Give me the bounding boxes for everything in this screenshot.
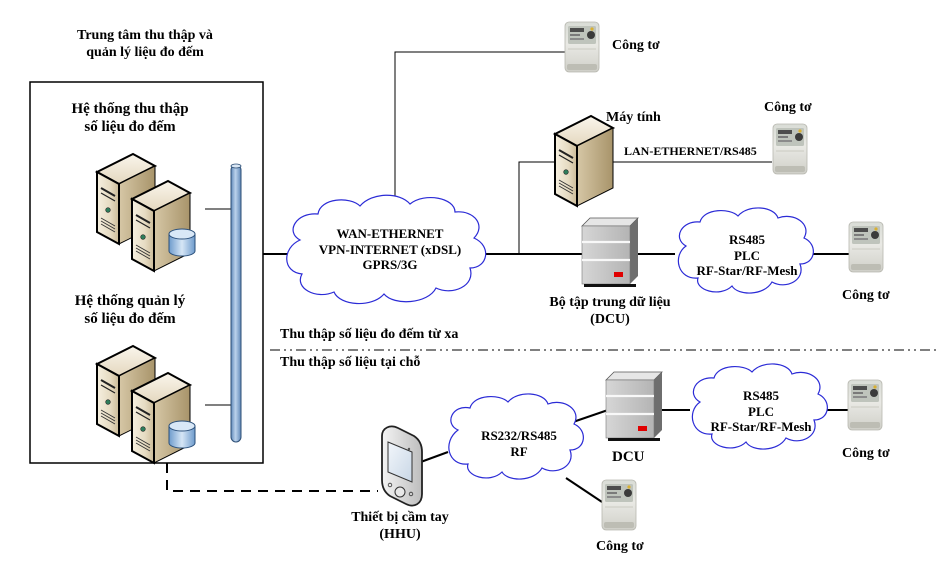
meter-remote-dcu-label: Công tơ	[842, 288, 890, 303]
wan-cloud	[286, 194, 487, 305]
hhu-label: Thiết bị cầm tay (HHU)	[351, 510, 449, 542]
dcu-local-icon	[604, 370, 664, 443]
local-link-cloud-label: RS485 PLC RF-Star/RF-Mesh	[710, 388, 812, 435]
zone-remote-label: Thu thập số liệu đo đếm từ xa	[280, 327, 459, 342]
collection-system-label: Hệ thống thu thập số liệu đo đếm	[71, 101, 189, 135]
local-link-cloud	[691, 363, 828, 450]
link-wan-computer	[518, 161, 555, 254]
collection-servers-icon	[96, 153, 196, 272]
meter-computer-icon	[772, 123, 808, 175]
meter-local-dcu-label: Công tơ	[842, 446, 890, 461]
network-bus	[230, 163, 242, 443]
computer-icon	[554, 115, 614, 207]
dcu-remote-label: Bộ tập trung dữ liệu (DCU)	[549, 295, 671, 327]
hhu-link-cloud	[448, 393, 584, 480]
hhu-icon	[381, 425, 423, 507]
management-servers-icon	[96, 345, 196, 464]
remote-link-cloud	[677, 207, 814, 294]
computer-label: Máy tính	[606, 110, 661, 125]
link-hhu-cloud-meter	[565, 477, 603, 503]
center-box	[29, 81, 264, 464]
link-hhu-cloud	[417, 451, 449, 464]
management-system-label: Hệ thống quản lý số liệu đo đếm	[74, 293, 186, 327]
meter-local-dcu-icon	[847, 379, 883, 431]
computer-link-label: LAN-ETHERNET/RS485	[624, 144, 757, 158]
wan-cloud-label: WAN-ETHERNET VPN-INTERNET (xDSL) GPRS/3G	[318, 226, 462, 273]
meter-hhu-label: Công tơ	[596, 539, 644, 554]
dcu-local-label: DCU	[612, 449, 645, 465]
dcu-remote-icon	[580, 216, 640, 289]
remote-link-cloud-label: RS485 PLC RF-Star/RF-Mesh	[696, 232, 798, 279]
meter-hhu-icon	[601, 479, 637, 531]
hhu-cloud-label: RS232/RS485 RF	[481, 428, 557, 459]
link-center-hhu-dashed	[166, 463, 378, 492]
meter-computer-label: Công tơ	[764, 100, 812, 115]
link-wan-meter-top	[394, 51, 565, 196]
link-hhu-cloud-dcu	[572, 409, 609, 423]
connection-lines	[29, 51, 940, 503]
meter-remote-dcu-icon	[848, 221, 884, 273]
meter-top-label: Công tơ	[612, 38, 660, 53]
zone-local-label: Thu thập số liệu tại chỗ	[280, 355, 421, 370]
center-title: Trung tâm thu thập và quản lý liệu đo đế…	[77, 28, 213, 60]
meter-top-icon	[564, 21, 600, 73]
